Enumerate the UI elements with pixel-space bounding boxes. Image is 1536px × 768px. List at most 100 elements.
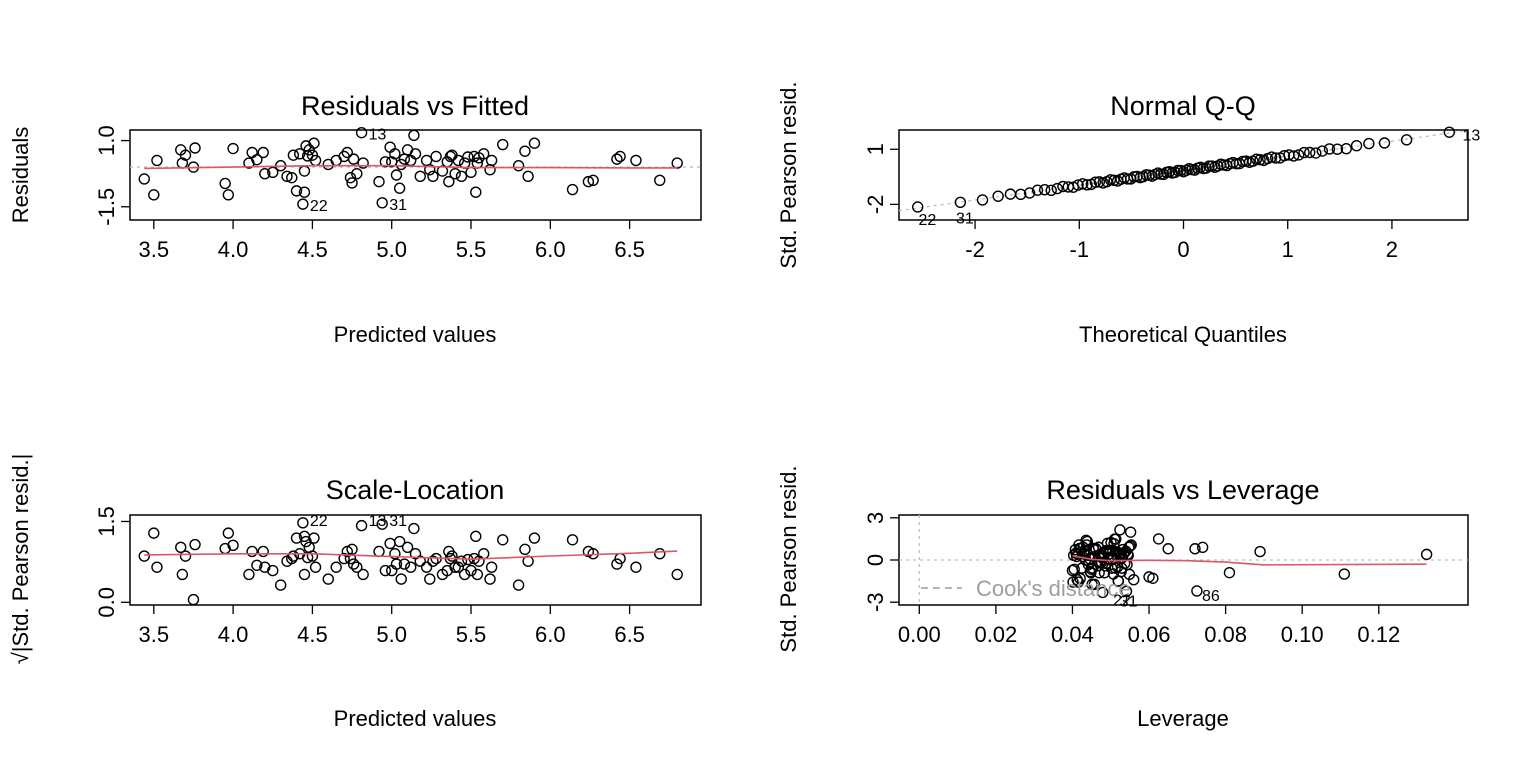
data-point [389,148,401,160]
data-point [414,170,426,183]
data-point [346,177,358,189]
data-point [267,564,279,577]
x-tick-label: 6.5 [614,622,645,647]
x-tick-label: 6.0 [535,237,566,262]
x-tick-label: 4.0 [218,622,249,647]
normal-qq-panel: Normal Q-Q Theoretical Quantiles Std. Pe… [776,81,1480,347]
data-point [1038,184,1051,196]
point-label: 13 [369,127,387,144]
data-point [1293,149,1305,161]
data-point [611,153,623,165]
data-point [1378,137,1391,149]
data-point [1331,143,1344,155]
data-point [257,146,269,159]
y-tick-label: -1.5 [94,188,119,226]
data-point [455,170,468,183]
data-point [287,550,300,562]
data-point [257,545,269,558]
data-point [408,129,420,141]
data-point [478,148,490,160]
data-point [219,177,231,190]
data-point [497,534,509,546]
data-point [1095,556,1108,569]
point-label: 31 [389,513,407,530]
data-point [1254,545,1266,558]
y-tick-label: 3 [863,512,888,524]
data-point [1196,541,1209,554]
data-point [227,142,239,155]
y-tick-label: -3 [863,592,888,612]
smoothed-trend-line [144,550,678,561]
x-tick-label: 1 [1282,237,1294,262]
data-point [1137,171,1149,183]
data-point [427,555,439,567]
data-point [484,573,496,585]
data-point [1120,585,1133,598]
data-point [1189,543,1201,555]
data-point [330,561,342,573]
residuals-vs-fitted-panel: Residuals vs Fitted Predicted values Res… [8,91,702,347]
data-point [1114,524,1126,536]
data-point [630,561,642,573]
data-point [452,561,465,573]
x-tick-label: 5.0 [376,237,407,262]
panel-title: Scale-Location [326,475,505,505]
data-point [259,167,271,180]
data-point [222,527,235,539]
data-point [281,170,293,183]
data-point [294,148,306,160]
data-point [298,568,311,581]
data-point [189,142,201,154]
point-label: 22 [310,198,328,215]
data-point [654,174,666,186]
data-point [522,170,534,183]
data-point [671,157,683,169]
point-label: 86 [1202,588,1220,605]
data-point [470,530,482,543]
data-point [1158,168,1170,181]
x-tick-label: 0.12 [1357,622,1400,647]
data-point [1304,146,1316,159]
data-point [1099,545,1112,557]
data-point [512,579,525,591]
x-axis-label: Predicted values [334,706,497,731]
data-point [582,175,595,188]
data-point [379,564,392,577]
point-label: 13 [369,513,387,530]
scale-location-panel: Scale-Location Predicted values √|Std. P… [8,454,702,731]
data-point [290,532,303,544]
data-point [393,535,406,548]
data-point [286,171,298,184]
data-point [274,579,287,591]
data-point [614,150,626,163]
data-point [1124,540,1136,552]
x-tick-label: 0.08 [1204,622,1247,647]
data-point [376,197,388,209]
data-point [1162,543,1174,555]
x-tick-label: 0.00 [898,622,941,647]
data-point [1250,153,1263,165]
data-point [1105,536,1117,549]
data-point [175,541,187,553]
data-point [408,522,420,535]
data-point [309,561,322,573]
data-point [1191,585,1203,597]
data-point [179,550,192,562]
data-point [519,543,531,556]
data-point [611,558,623,570]
residuals-vs-leverage-panel: Residuals vs Leverage Leverage Std. Pear… [776,465,1469,731]
data-point [357,568,369,581]
data-point [1203,160,1215,172]
data-point [1051,182,1063,195]
data-point [1128,573,1140,586]
x-tick-label: 5.5 [456,237,487,262]
data-point [566,183,579,196]
data-point [1443,126,1456,138]
data-point [427,170,439,183]
data-point [485,154,498,167]
y-tick-label: -2 [863,195,888,215]
data-point [151,154,163,167]
